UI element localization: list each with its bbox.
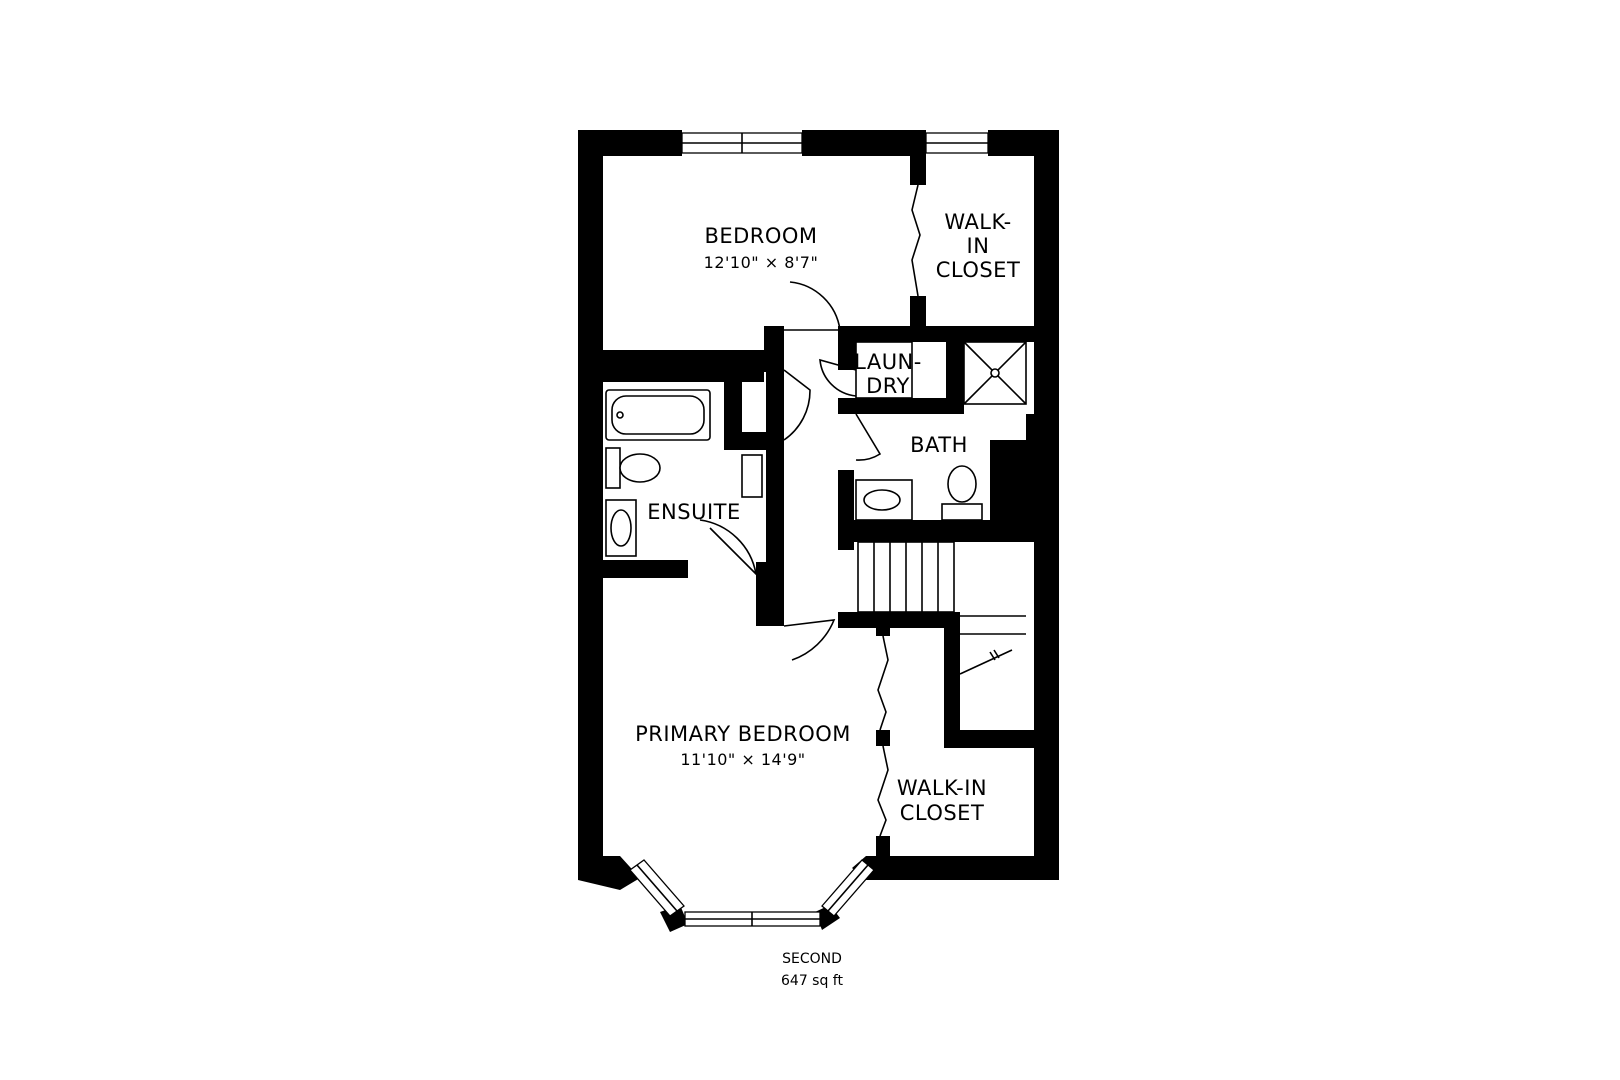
stairs: [857, 541, 1026, 675]
doors: [699, 184, 921, 837]
bath-name: BATH: [910, 433, 968, 457]
walkin-primary-line1: WALK-IN: [897, 776, 987, 800]
floor-area: 647 sq ft: [781, 973, 843, 989]
laundry-line1: LAUN-: [854, 350, 922, 374]
floor-name: SECOND: [782, 951, 842, 967]
walkin-top-line2: IN: [967, 234, 990, 258]
walkin-top-line1: WALK-: [944, 210, 1011, 234]
interior-walls: [578, 130, 1059, 856]
primary-bedroom-dims: 11'10" × 14'9": [680, 750, 805, 769]
bedroom-name: BEDROOM: [704, 224, 817, 248]
bedroom-dims: 12'10" × 8'7": [704, 253, 819, 272]
primary-bedroom-name: PRIMARY BEDROOM: [635, 722, 851, 746]
fixtures: [605, 341, 983, 557]
walkin-top-line3: CLOSET: [936, 258, 1021, 282]
windows: [629, 132, 989, 927]
shower: [963, 341, 1027, 405]
room-labels: BEDROOM 12'10" × 8'7" WALK- IN CLOSET LA…: [635, 210, 1020, 989]
laundry-line2: DRY: [866, 374, 910, 398]
ensuite-name: ENSUITE: [647, 500, 740, 524]
exterior-walls: [578, 130, 1059, 932]
walkin-primary-line2: CLOSET: [900, 801, 985, 825]
